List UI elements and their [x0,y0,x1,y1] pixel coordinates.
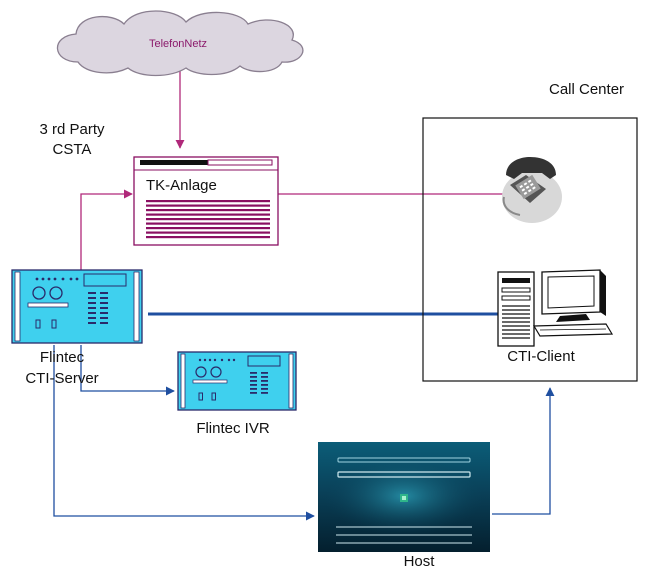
cti-client: CTI-Client [497,269,614,365]
workstation-icon [497,269,614,347]
third-party-label-line2: CSTA [53,141,92,158]
pbx-vent-stripes [146,200,270,239]
flintec-ivr: Flintec IVR [177,351,297,437]
flintec-ivr-label: Flintec IVR [196,420,270,437]
link-host-client [492,387,555,515]
link-server-tk [80,189,133,270]
cti-client-label: CTI-Client [507,348,575,365]
link-server-ivr [80,345,175,396]
cloud-icon [56,10,304,77]
mainframe-terminal-icon [318,442,490,552]
call-center-box [422,117,638,382]
rack-server-icon [177,351,297,411]
cti-server-label-line2: CTI-Server [25,370,98,387]
cti-server: Flintec CTI-Server [11,269,143,387]
host: Host [318,442,490,570]
host-label: Host [404,553,436,570]
cti-server-label-line1: Flintec [40,349,85,366]
link-server-host [53,345,315,521]
telefonnetz-cloud: TelefonNetz [56,10,304,77]
third-party-label-line1: 3 rd Party [39,121,105,138]
tk-anlage: TK-Anlage [133,156,279,246]
rack-server-icon [11,269,143,344]
tk-anlage-label: TK-Anlage [146,177,217,194]
telephone [502,157,562,223]
call-center-label: Call Center [549,81,624,98]
telefonnetz-label: TelefonNetz [149,38,207,50]
telephone-icon [502,157,562,223]
